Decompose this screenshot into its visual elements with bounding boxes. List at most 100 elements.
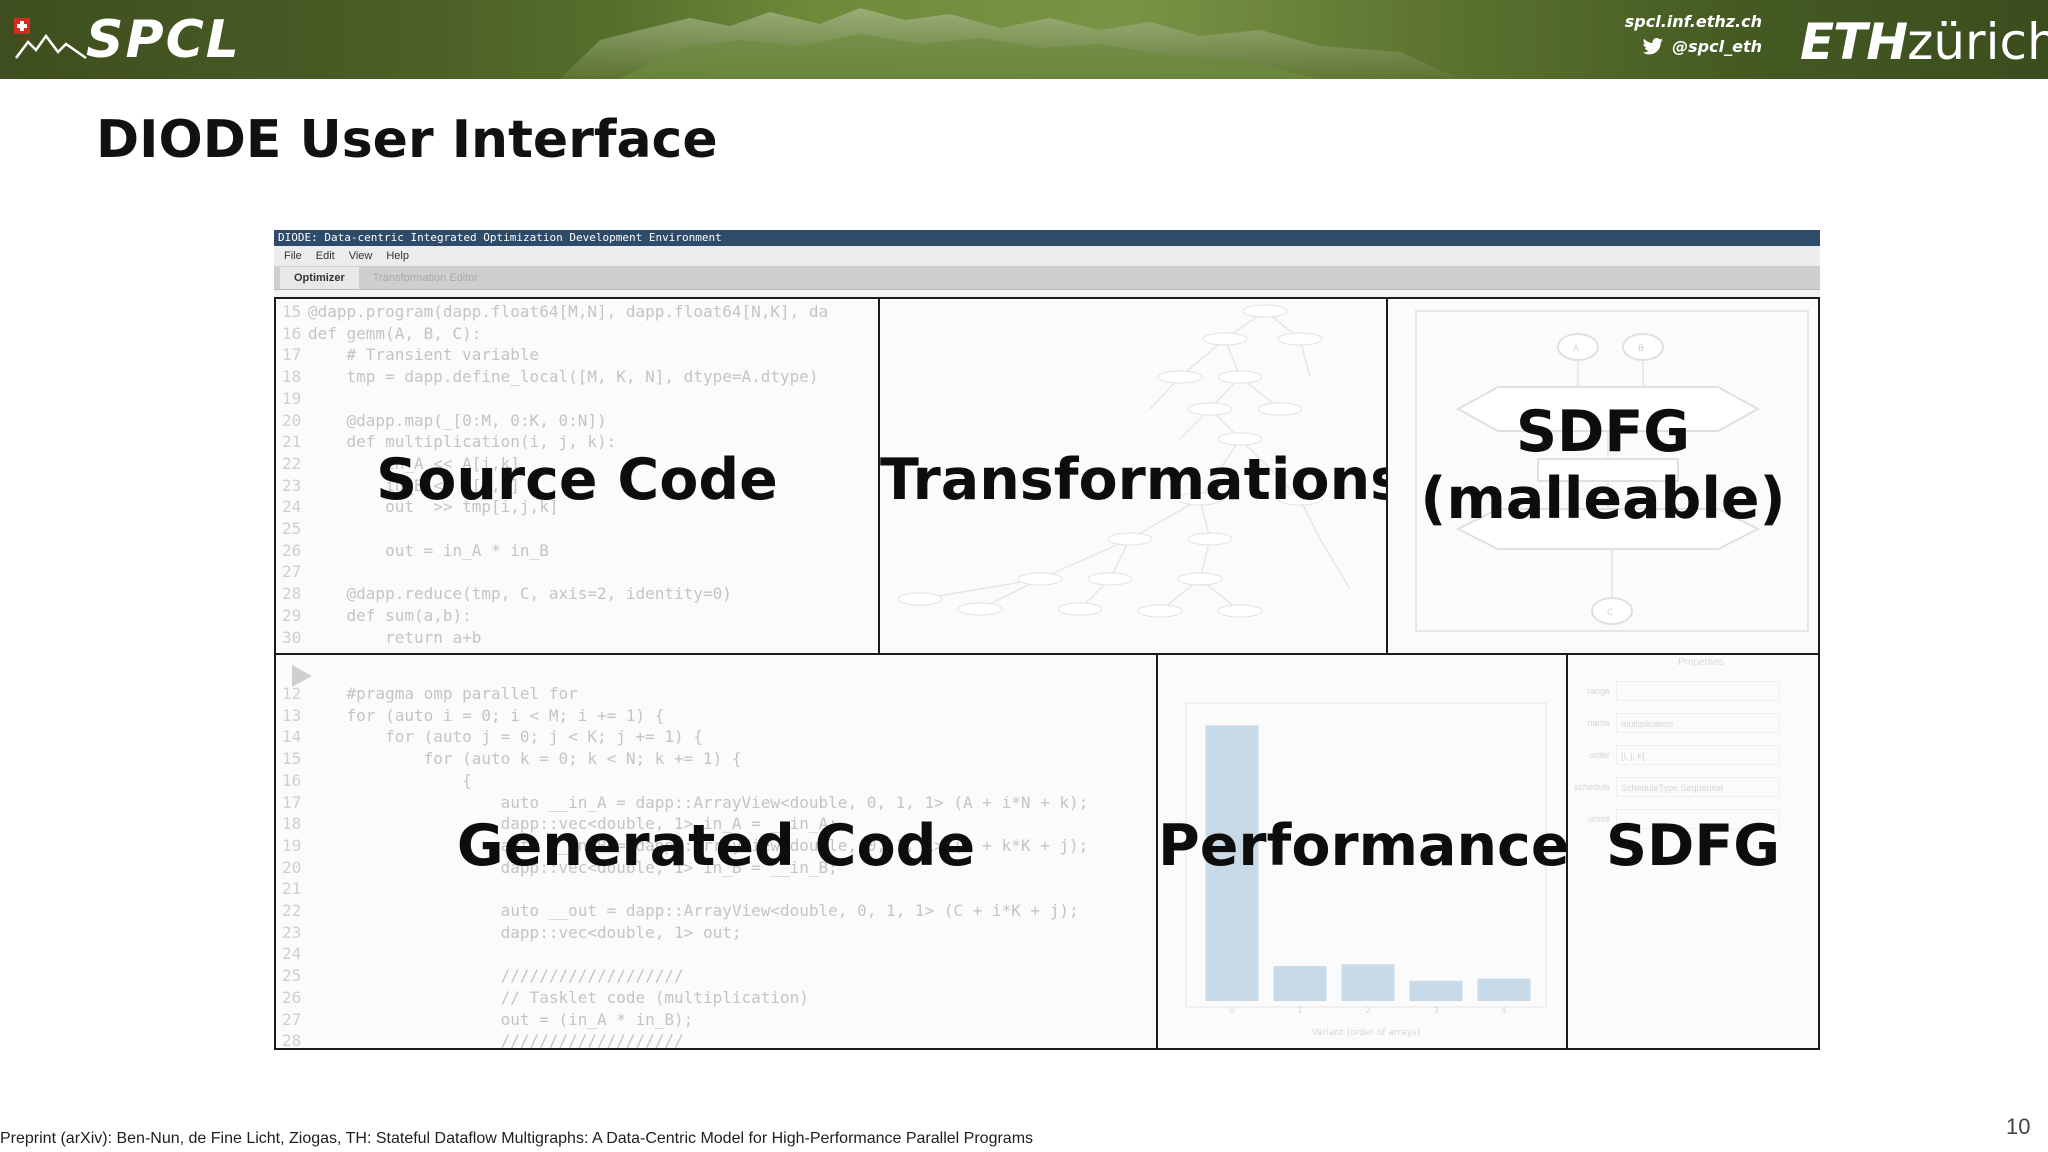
generated-code-line-number: 21 [282,879,302,899]
menu-file[interactable]: File [284,250,302,262]
generated-code-line-text: for (auto j = 0; j < K; j += 1) { [308,727,703,747]
source-code-line: 28 @dapp.reduce(tmp, C, axis=2, identity… [282,583,828,605]
source-code-line-number: 30 [282,627,302,647]
menu-edit[interactable]: Edit [315,250,335,262]
generated-code-line-number: 20 [282,857,302,877]
generated-code-line: 19 auto __in_B = dapp::ArrayView<double,… [282,835,1088,857]
performance-bar [1205,725,1259,1001]
source-code-line-text: in_B << B[k,j] [308,475,520,495]
performance-bar [1341,964,1395,1001]
properties-form: range name multiplication order [i, j, k] sch… [1570,675,1780,835]
generated-code-line: 18 dapp::vec<double, 1> in_A = __in_A; [282,813,1088,835]
page-number: 10 [2006,1114,2031,1139]
eth-logo-light: zürich [1907,13,2048,71]
twitter-icon [1642,37,1664,54]
source-code-line: 24 out >> tmp[i,j,k] [282,496,828,518]
tab-bar: Optimizer Transformation Editor [274,266,1820,290]
header-banner: SPCL spcl.inf.ethz.ch @spcl_eth ETHzüric… [0,0,2048,79]
source-code-panel[interactable]: 15@dapp.program(dapp.float64[M,N], dapp.… [274,297,880,655]
source-code-line-text: out >> tmp[i,j,k] [308,497,559,517]
source-code-line: 30 return a+b [282,627,828,649]
source-code-line-number: 27 [282,562,302,582]
property-value-field[interactable]: ScheduleType.Sequential [1616,777,1780,797]
menu-help[interactable]: Help [386,250,409,262]
source-code-line: 23 in_B << B[k,j] [282,475,828,497]
source-code-line-text: # Transient variable [308,345,540,365]
property-label: name [1587,718,1610,728]
property-value-field[interactable]: multiplication [1616,713,1780,733]
source-code-editor[interactable]: 15@dapp.program(dapp.float64[M,N], dapp.… [282,301,828,648]
property-label: range [1586,686,1610,696]
eth-zurich-logo: ETHzürich [1800,14,2048,70]
source-code-line: 17 # Transient variable [282,344,828,366]
generated-code-line-text: /////////////////// [308,966,684,986]
generated-code-line-number: 15 [282,749,302,769]
property-value-field[interactable] [1616,809,1780,829]
generated-code-line: 15 for (auto k = 0; k < N; k += 1) { [282,748,1088,770]
sdfg-node-b: B [1638,344,1644,354]
performance-bar [1409,980,1463,1001]
property-label: schedule [1573,782,1610,792]
mountain-logo-icon [15,33,87,60]
performance-x-axis-label: Variant (order of arrays) [1312,1028,1421,1038]
property-value-field[interactable]: [i, j, k] [1616,745,1780,765]
generated-code-line-number: 18 [282,814,302,834]
generated-code-line-text: dapp::vec<double, 1> in_A = __in_A; [308,814,838,834]
source-code-line-number: 20 [282,410,302,430]
generated-code-line-text: for (auto k = 0; k < N; k += 1) { [308,749,742,769]
source-code-line: 29 def sum(a,b): [282,605,828,627]
source-code-line-text: def multiplication(i, j, k): [308,432,617,452]
source-code-line: 15@dapp.program(dapp.float64[M,N], dapp.… [282,301,828,323]
website-link[interactable]: spcl.inf.ethz.ch [1624,12,1762,31]
performance-x-tick-label: 2 [1365,1006,1370,1015]
slide-title: DIODE User Interface [96,110,718,170]
sdfg-label: SDFG [1605,813,1781,879]
generated-code-line-number: 14 [282,727,302,747]
generated-code-line-text: #pragma omp parallel for [308,684,578,703]
generated-code-line: 28 /////////////////// [282,1030,1088,1048]
property-label: unroll [1587,814,1610,824]
performance-x-tick-label: 0 [1229,1006,1234,1015]
property-label: order [1588,750,1610,760]
source-code-line-text: in_A << A[i,k] [308,453,520,473]
source-code-line-text: def gemm(A, B, C): [308,323,482,343]
tab-transformation-editor[interactable]: Transformation Editor [372,272,479,284]
performance-x-tick-label: 4 [1501,1006,1506,1015]
diode-screenshot: DIODE: Data-centric Integrated Optimizat… [274,230,1820,1050]
generated-code-line-number: 17 [282,792,302,812]
sdfg-malleable-panel[interactable]: A B C SDFG (malleable) [1386,297,1820,655]
generated-code-line-number: 27 [282,1009,302,1029]
menu-bar: File Edit View Help [274,246,1820,266]
source-code-line-number: 15 [282,302,302,321]
property-row: order [i, j, k] [1570,739,1780,771]
generated-code-line: 25 /////////////////// [282,965,1088,987]
twitter-handle[interactable]: @spcl_eth [1672,37,1762,56]
transformation-tree [897,304,1351,618]
generated-code-line-text: auto __in_A = dapp::ArrayView<double, 0,… [308,792,1089,812]
menu-view[interactable]: View [348,250,373,262]
source-code-line-text: @dapp.reduce(tmp, C, axis=2, identity=0) [308,584,732,604]
transformations-panel[interactable]: Transformations [878,297,1388,655]
generated-code-line-number: 25 [282,966,302,986]
sdfg-malleable-label-line1: SDFG [1515,399,1691,465]
generated-code-line-number: 26 [282,987,302,1007]
generated-code-line-text: out = (in_A * in_B); [308,1009,694,1029]
generated-code-line-text: // Tasklet code (multiplication) [308,987,809,1007]
source-code-line-number: 19 [282,388,302,408]
source-code-line-number: 22 [282,453,302,473]
generated-code-line-text: auto __in_B = dapp::ArrayView<double, 0,… [308,835,1089,855]
generated-code-line-text: { [308,770,472,790]
generated-code-line: 20 dapp::vec<double, 1> in_B = __in_B; [282,857,1088,879]
source-code-line-text: tmp = dapp.define_local([M, K, N], dtype… [308,367,819,387]
property-value-field[interactable] [1616,681,1780,701]
generated-code-line: 23 dapp::vec<double, 1> out; [282,922,1088,944]
spcl-logo-text: SPCL [86,10,241,70]
generated-code-line: 13 for (auto i = 0; i < M; i += 1) { [282,705,1088,727]
run-icon[interactable] [290,663,314,689]
tab-optimizer[interactable]: Optimizer [280,267,359,289]
